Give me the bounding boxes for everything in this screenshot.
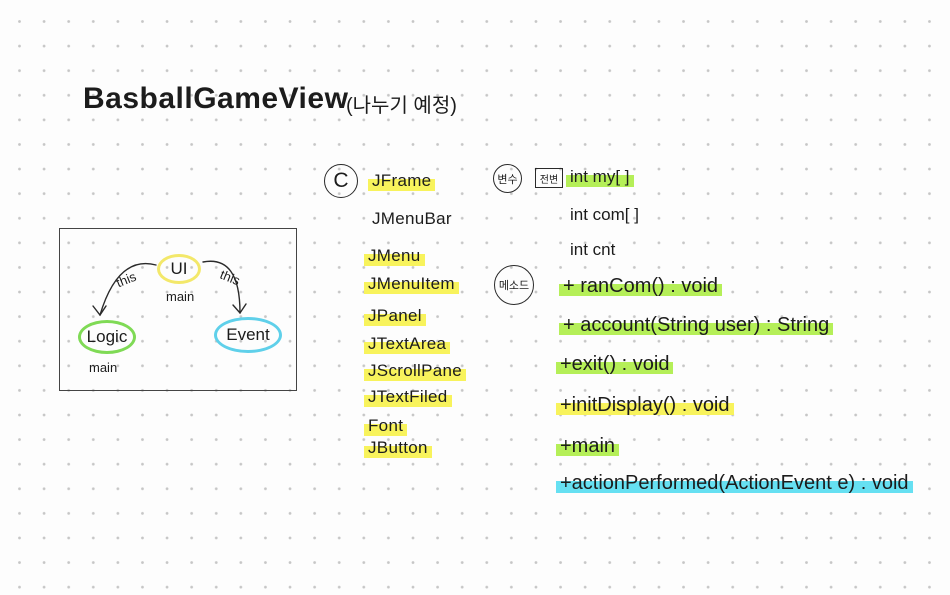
variable-item: int com[ ] (570, 205, 639, 224)
class-item: JPanel (364, 305, 426, 327)
method-item: +actionPerformed(ActionEvent e) : void (556, 472, 913, 494)
method-item: + account(String user) : String (559, 314, 834, 336)
class-item: JScrollPane (364, 360, 467, 382)
method-badge: 메소드 (494, 265, 534, 305)
scope-box: 전변 (535, 168, 563, 188)
class-item: JTextFiled (364, 386, 452, 408)
variable-badge: 변수 (493, 164, 522, 193)
method-badge-label: 메소드 (498, 280, 530, 292)
ui-node-sub: main (166, 289, 195, 304)
logic-node: Logic (78, 320, 136, 354)
class-item: JFrame (368, 170, 436, 192)
diagram-arrows (92, 260, 247, 317)
class-badge: C (324, 164, 358, 198)
method-item: +initDisplay() : void (556, 394, 734, 416)
class-item: JMenuBar (372, 209, 452, 228)
arrow-ui-to-event-head (232, 303, 247, 315)
scope-box-label: 전변 (539, 174, 559, 186)
method-item: +exit() : void (556, 353, 674, 375)
class-badge-label: C (333, 169, 349, 192)
event-node-label: Event (226, 325, 270, 344)
class-item: JButton (364, 437, 432, 459)
class-item: Font (364, 415, 408, 437)
arrow-ui-to-logic-head (92, 305, 107, 317)
method-item: + ranCom() : void (559, 275, 723, 297)
class-item: JMenuItem (364, 273, 459, 295)
architecture-diagram: UI main this this Logic main Event (59, 228, 297, 391)
arrow-ui-to-logic (99, 263, 157, 316)
ui-node: UI (157, 254, 201, 284)
title-note: (나누기 예정) (346, 95, 457, 117)
class-item: JMenu (364, 245, 425, 267)
method-item: +main (556, 435, 620, 457)
variable-item: int my[ ] (566, 166, 634, 188)
variable-item: int cnt (570, 240, 616, 259)
logic-node-sub: main (89, 360, 118, 375)
arrow-ui-to-event (202, 260, 241, 314)
page-title: BasballGameView (83, 82, 349, 115)
event-node: Event (214, 317, 282, 353)
variable-badge-label: 변수 (497, 173, 518, 186)
logic-node-label: Logic (86, 327, 128, 346)
ui-node-label: UI (170, 259, 188, 278)
class-item: JTextArea (364, 333, 451, 355)
